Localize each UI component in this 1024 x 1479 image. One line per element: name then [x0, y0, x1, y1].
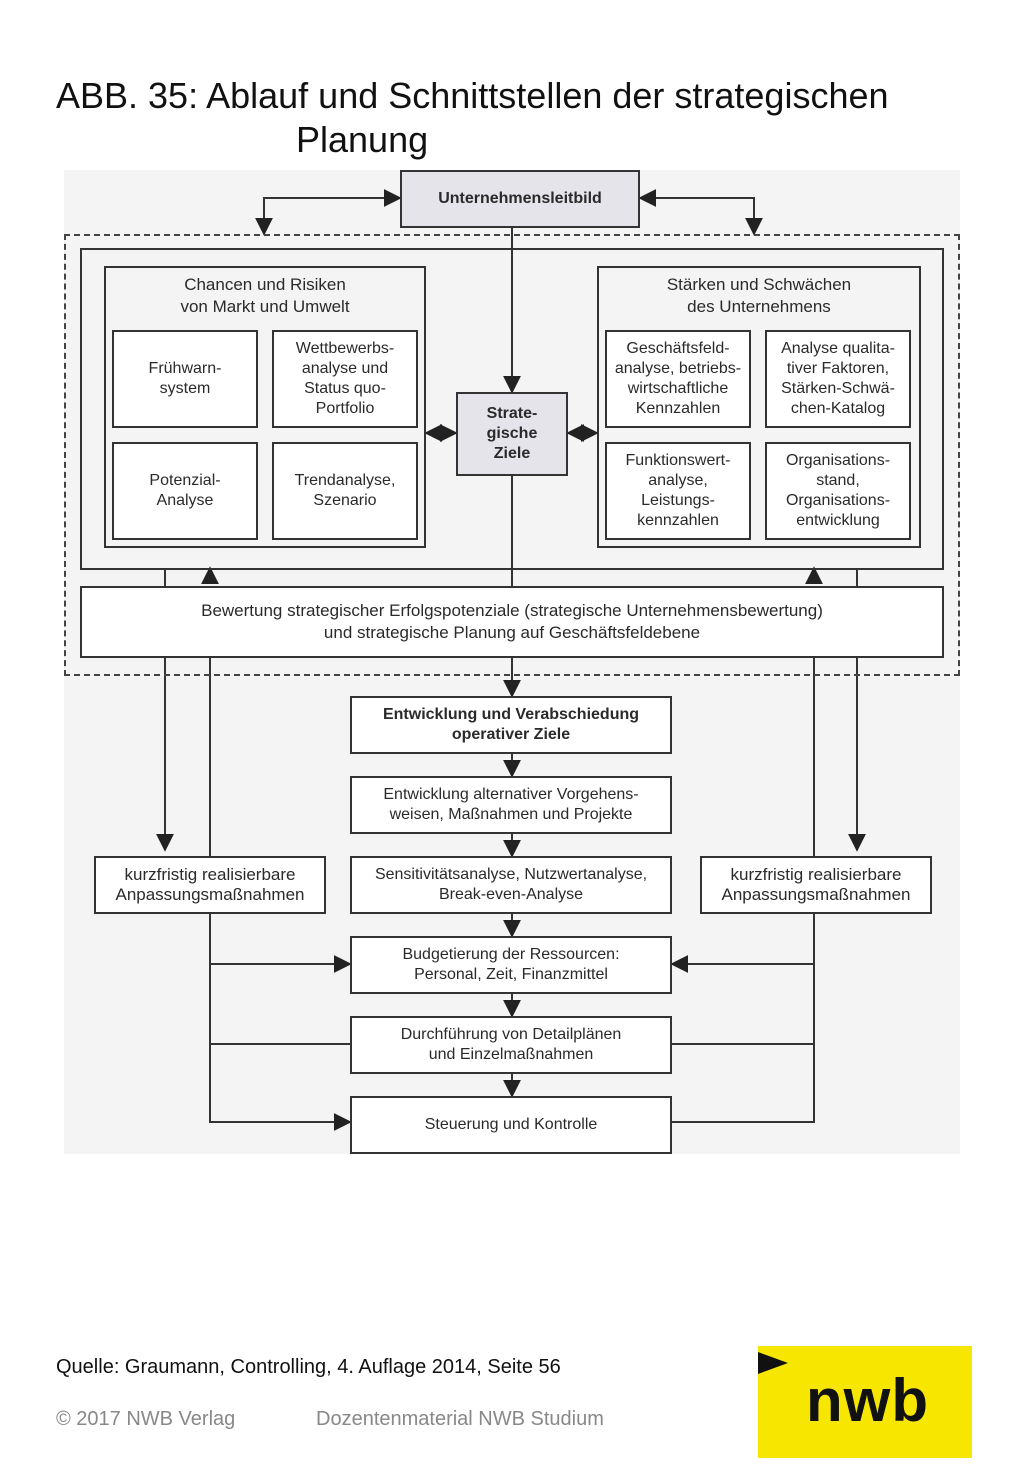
right-item-funktionswert: Funktionswert- analyse, Leistungs- kennz…: [605, 442, 751, 540]
short-term-right-box: kurzfristig realisierbare Anpassungsmaßn…: [700, 856, 932, 914]
nwb-logo: nwb: [758, 1346, 972, 1458]
logo-text: nwb: [806, 1367, 929, 1434]
strategic-goals-box: Strate- gische Ziele: [456, 392, 568, 476]
operative-goals-box: Entwicklung und Verabschiedung operative…: [350, 696, 672, 754]
alternatives-box: Entwicklung alternativer Vorgehens- weis…: [350, 776, 672, 834]
footer-copyright: © 2017 NWB Verlag: [56, 1408, 236, 1430]
title-line-2: Planung: [296, 119, 429, 160]
short-term-left-box: kurzfristig realisierbare Anpassungsmaßn…: [94, 856, 326, 914]
source-note: Quelle: Graumann, Controlling, 4. Auflag…: [56, 1356, 561, 1378]
right-item-geschaeftsfeld: Geschäftsfeld- analyse, betriebs- wirtsc…: [605, 330, 751, 428]
left-item-trend: Trendanalyse, Szenario: [272, 442, 418, 540]
right-item-qualitativ: Analyse qualita- tiver Faktoren, Stärken…: [765, 330, 911, 428]
right-item-organisation: Organisations- stand, Organisations- ent…: [765, 442, 911, 540]
left-item-fruehwarn: Frühwarn- system: [112, 330, 258, 428]
evaluation-box: Bewertung strategischer Erfolgspotenzial…: [80, 586, 944, 658]
left-item-potenzial: Potenzial- Analyse: [112, 442, 258, 540]
process-diagram: Unternehmensleitbild Chancen und Risiken…: [64, 170, 960, 1154]
line-right-loop-control: [672, 658, 815, 1123]
page-title: ABB. 35: Ablauf und Schnittstellen der s…: [56, 74, 976, 162]
strategic-planning-frame: [64, 234, 960, 676]
analysis-frame: [80, 248, 944, 570]
leitbild-box: Unternehmensleitbild: [400, 170, 640, 228]
left-group-heading: Chancen und Risiken von Markt und Umwelt: [180, 275, 350, 316]
logo-triangle-icon: [758, 1352, 788, 1374]
arrow-leitbild-left: [255, 189, 402, 236]
sensitivity-box: Sensitivitätsanalyse, Nutzwertanalyse, B…: [350, 856, 672, 914]
footer-material: Dozentenmaterial NWB Studium: [316, 1408, 604, 1430]
left-item-wettbewerb: Wettbewerbs- analyse und Status quo- Por…: [272, 330, 418, 428]
arrow-leitbild-right: [638, 189, 763, 236]
detail-plans-box: Durchführung von Detailplänen und Einzel…: [350, 1016, 672, 1074]
right-group: [597, 266, 921, 548]
right-group-heading: Stärken und Schwächen des Unternehmens: [666, 275, 852, 316]
control-box: Steuerung und Kontrolle: [350, 1096, 672, 1154]
arrow-left-loop-control: [209, 658, 352, 1131]
left-group: [104, 266, 426, 548]
title-line-1: ABB. 35: Ablauf und Schnittstellen der s…: [56, 75, 889, 116]
budget-box: Budgetierung der Ressourcen: Personal, Z…: [350, 936, 672, 994]
